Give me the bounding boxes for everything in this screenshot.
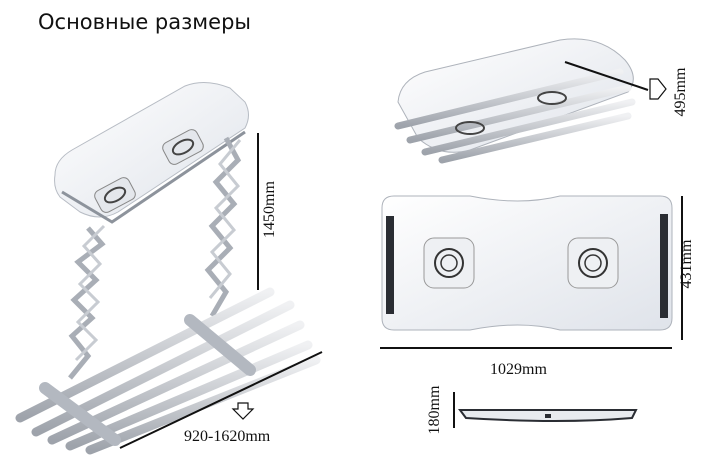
fan-right-icon — [567, 237, 619, 289]
width-label: 431mm — [678, 239, 695, 289]
top-view — [380, 195, 683, 349]
extended-length-line — [119, 351, 323, 449]
depth-label: 495mm — [672, 67, 689, 117]
fan-right-icon — [162, 129, 204, 165]
height-label: 180mm — [426, 385, 443, 435]
depth-line — [564, 61, 649, 91]
length-label: 1029mm — [490, 361, 547, 378]
lift-height-label: 1450mm — [261, 181, 278, 238]
fan-icon — [537, 91, 567, 105]
arrow-down-icon — [231, 402, 255, 420]
scissor-arm-left — [68, 226, 106, 380]
fan-left-icon — [94, 177, 136, 213]
fan-icon — [455, 121, 485, 135]
arrow-right-icon — [649, 78, 667, 100]
page-title: Основные размеры — [38, 10, 251, 34]
fan-left-icon — [423, 237, 475, 289]
side-view — [453, 392, 638, 428]
ceiling-unit — [54, 82, 249, 218]
top-perspective-view — [394, 38, 667, 164]
extended-length-label: 920-1620mm — [184, 428, 271, 445]
rack-perspective-view — [15, 82, 323, 455]
drying-rails — [15, 287, 321, 455]
scissor-arm-right — [204, 136, 242, 318]
